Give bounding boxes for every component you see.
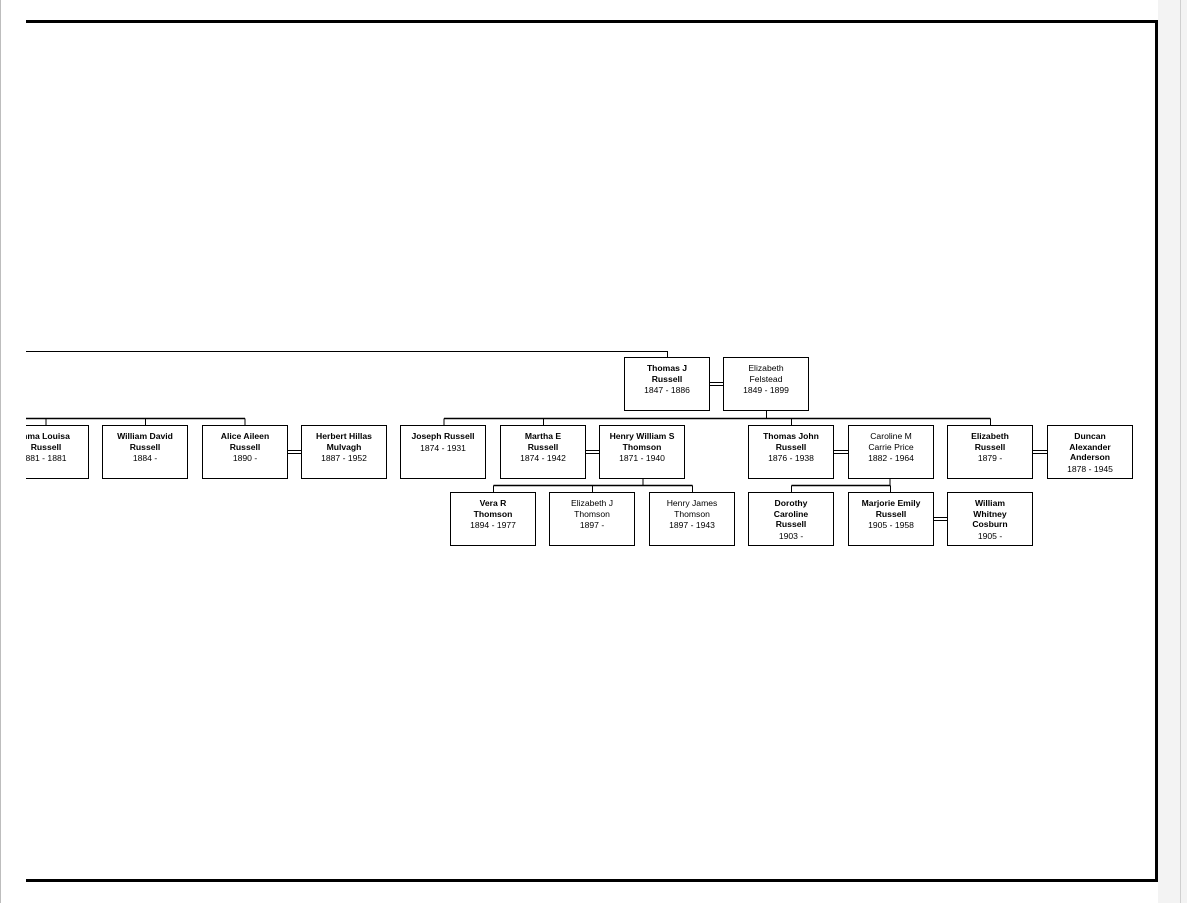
person-dates: 1849 - 1899 bbox=[743, 385, 789, 395]
person-name-line: Henry William S bbox=[609, 431, 675, 441]
person-name-line: Thomson bbox=[674, 508, 710, 519]
person-dates: 1903 - bbox=[778, 530, 804, 541]
person-name-line: Martha E bbox=[524, 431, 562, 441]
person-name-line: Felstead bbox=[749, 373, 783, 384]
person-name-line: Thomson bbox=[574, 508, 610, 519]
child-drops bbox=[493, 485, 693, 492]
person-name-line: Elizabeth J bbox=[570, 498, 614, 508]
person-dates: 1874 - 1942 bbox=[520, 453, 566, 463]
person-name-line: Thomas John bbox=[763, 431, 819, 441]
person-name-line: Vera R bbox=[479, 498, 507, 508]
person-dates: 1847 - 1886 bbox=[644, 385, 690, 395]
person-name-line: Herbert Hillas bbox=[316, 431, 372, 441]
person-name-line: Joseph Russell bbox=[411, 431, 475, 441]
person-name-line: Cosburn bbox=[972, 519, 1008, 529]
person-name-line: Alice Aileen bbox=[220, 431, 270, 441]
left-child-drops bbox=[45, 418, 246, 425]
ancestor-line bbox=[26, 351, 668, 357]
person-dates: 1884 - bbox=[132, 453, 158, 463]
person-name-line: William bbox=[974, 498, 1005, 508]
person-dates: 1879 - bbox=[977, 453, 1003, 463]
person-name-line: Russell bbox=[527, 441, 559, 452]
person-name-line: Marjorie Emily bbox=[861, 498, 921, 508]
page-top-border bbox=[26, 20, 1158, 23]
marriage-line bbox=[834, 450, 848, 454]
page-right-border bbox=[1155, 20, 1158, 882]
person-name-line: nma Louisa bbox=[22, 431, 70, 441]
person-dates: 1905 - bbox=[977, 530, 1003, 541]
person-dates: 1871 - 1940 bbox=[619, 453, 665, 463]
person-name-line: Anderson bbox=[1069, 452, 1111, 462]
person-name-line: Russell bbox=[30, 441, 62, 452]
person-dates: 1878 - 1945 bbox=[1067, 463, 1113, 474]
person-name-line: Henry James bbox=[666, 498, 718, 508]
window-right-edge bbox=[1180, 0, 1181, 903]
person-name-line: Russell bbox=[651, 373, 683, 384]
person-name-line: Russell bbox=[775, 441, 807, 452]
marriage-line bbox=[710, 382, 723, 386]
person-name-line: Russell bbox=[974, 441, 1006, 452]
person-name-line: Caroline bbox=[773, 508, 809, 519]
child-drops bbox=[791, 485, 891, 492]
person-dates: 1905 - 1958 bbox=[868, 520, 914, 530]
person-dates: 1876 - 1938 bbox=[768, 453, 814, 463]
page-bottom-border bbox=[26, 879, 1158, 882]
person-name-line: Russell bbox=[229, 441, 261, 452]
person-name-line: Thomas J bbox=[646, 363, 688, 373]
person-name-line: Alexander bbox=[1069, 441, 1111, 452]
person-name-line: Russell bbox=[775, 519, 807, 529]
person-name-line: Carrie Price bbox=[868, 441, 914, 452]
person-name-line: Dorothy bbox=[774, 498, 808, 508]
marriage-line bbox=[586, 450, 600, 454]
person-name-line: Russell bbox=[129, 441, 161, 452]
marriage-line bbox=[933, 517, 947, 521]
person-dates: 1897 - bbox=[579, 520, 605, 530]
person-dates: 1887 - 1952 bbox=[321, 453, 367, 463]
person-dates: 1882 - 1964 bbox=[868, 453, 914, 463]
person-name-line: Elizabeth bbox=[748, 363, 784, 373]
child-drops bbox=[443, 418, 991, 425]
person-name-line: Duncan bbox=[1074, 431, 1106, 441]
person-name-line: Whitney bbox=[973, 508, 1007, 519]
person-dates: 1897 - 1943 bbox=[669, 520, 715, 530]
person-dates: 1890 - bbox=[232, 453, 258, 463]
person-dates: 1874 - 1931 bbox=[420, 442, 466, 453]
person-dates: 1894 - 1977 bbox=[470, 520, 516, 530]
page-left-edge bbox=[0, 0, 1, 903]
person-name-line: Thomson bbox=[473, 508, 513, 519]
person-name-line: Thomson bbox=[622, 441, 662, 452]
person-name-line: Russell bbox=[875, 508, 907, 519]
person-name-line: Caroline M bbox=[870, 431, 912, 441]
marriage-line bbox=[1033, 450, 1047, 454]
marriage-line bbox=[288, 450, 301, 454]
person-name-line: Mulvagh bbox=[326, 441, 362, 452]
person-name-line: William David bbox=[117, 431, 173, 441]
person-name-line: Elizabeth bbox=[971, 431, 1009, 441]
person-dates: 881 - 1881 bbox=[25, 453, 67, 463]
